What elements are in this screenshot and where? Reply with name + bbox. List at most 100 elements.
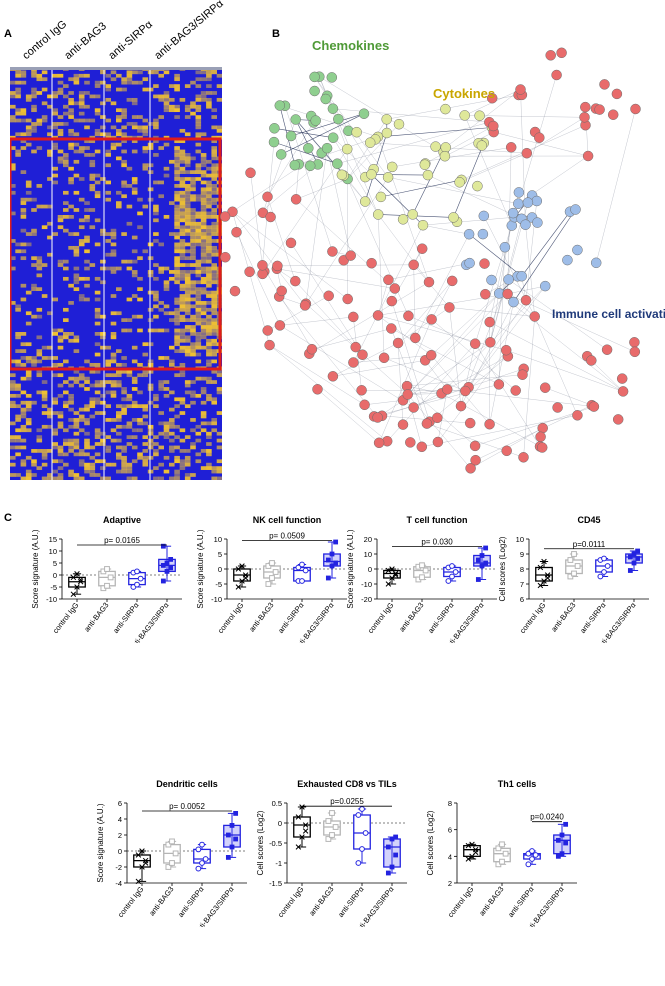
network-node: [572, 410, 583, 421]
data-point: [479, 563, 485, 569]
network-node: [469, 440, 481, 452]
data-point: [325, 836, 332, 842]
data-point: [567, 573, 574, 580]
y-tick-label: 0: [218, 565, 222, 574]
network-node: [351, 126, 362, 138]
y-tick-label: 0.5: [272, 799, 282, 808]
network-node: [455, 400, 467, 412]
network-node: [364, 137, 376, 148]
network-node: [309, 85, 320, 97]
p-value-label: p=0.0240: [530, 813, 564, 822]
network-node: [219, 211, 231, 222]
data-point: [272, 569, 279, 575]
network-node: [272, 260, 283, 272]
data-point: [419, 562, 425, 569]
data-point: [329, 810, 335, 816]
y-tick-label: 2: [448, 879, 452, 888]
network-node: [348, 311, 359, 323]
network-node: [269, 123, 280, 134]
data-point: [601, 555, 607, 562]
data-point: [499, 841, 505, 848]
y-tick-label: 9: [520, 550, 524, 559]
network-node: [327, 371, 339, 382]
network-node: [425, 349, 437, 361]
network-node: [513, 198, 524, 209]
network-node: [422, 169, 434, 181]
y-tick-label: -1.5: [269, 879, 282, 888]
network-node: [539, 382, 551, 393]
network-node: [488, 120, 499, 132]
y-tick-label: 5: [218, 550, 222, 559]
network-node: [321, 142, 333, 154]
network-node: [479, 258, 490, 269]
data-point: [333, 560, 339, 566]
network-node: [356, 385, 367, 396]
network-node: [262, 191, 273, 203]
y-tick-label: 2: [118, 831, 122, 840]
data-point: [233, 836, 239, 842]
y-tick-label: -1: [275, 859, 282, 868]
network-node: [366, 257, 377, 269]
network-node: [507, 207, 519, 219]
data-point: [269, 575, 275, 581]
data-point: [555, 837, 561, 843]
x-tick-label: anti-SIRPα: [336, 884, 366, 919]
y-tick-label: 6: [520, 595, 524, 604]
data-point: [302, 828, 309, 834]
x-tick-label: anti-SIRPα: [578, 600, 608, 635]
data-point: [537, 582, 544, 589]
x-tick-label: anti-BAG3: [549, 601, 577, 634]
network-node: [393, 118, 405, 130]
network-node: [440, 103, 451, 115]
network-node: [485, 337, 496, 348]
data-point: [525, 861, 532, 868]
network-node: [227, 206, 238, 218]
chart-title: Adaptive: [103, 515, 141, 525]
p-value-label: p= 0.0509: [269, 532, 305, 541]
data-point: [499, 858, 505, 865]
data-point: [544, 575, 551, 581]
y-axis-label: Score signature (A.U.): [31, 529, 40, 608]
data-point: [385, 567, 392, 574]
data-point: [165, 841, 172, 848]
data-point: [483, 545, 489, 551]
network-node: [264, 339, 275, 351]
data-point: [359, 846, 365, 852]
y-tick-label: -4: [115, 879, 122, 888]
network-node: [470, 454, 481, 466]
data-point: [235, 584, 242, 590]
network-node: [327, 246, 338, 257]
network-node: [290, 194, 302, 205]
network-node: [285, 130, 297, 142]
data-point: [142, 860, 149, 866]
network-node: [285, 237, 297, 249]
x-tick-label: anti-BAG3: [82, 601, 110, 634]
network-node: [537, 422, 548, 434]
data-point: [355, 860, 362, 866]
network-node: [265, 211, 276, 223]
network-node: [342, 293, 353, 305]
y-tick-label: 8: [448, 799, 452, 808]
data-point: [233, 811, 239, 816]
network-node: [629, 337, 640, 348]
network-node: [229, 285, 241, 297]
data-point: [604, 563, 611, 569]
network-node: [402, 389, 413, 400]
network-node: [397, 214, 409, 225]
network-node: [245, 167, 256, 179]
data-point: [389, 836, 395, 842]
y-axis-label: Score signature (A.U.): [96, 803, 105, 882]
data-point: [239, 563, 245, 569]
network-node: [502, 288, 513, 300]
network-node: [382, 172, 394, 183]
network-node: [262, 325, 273, 336]
x-tick-label: control IgG: [518, 601, 548, 636]
data-point: [385, 870, 391, 876]
data-point: [483, 560, 489, 566]
network-node: [306, 343, 318, 355]
network-node: [556, 47, 567, 59]
